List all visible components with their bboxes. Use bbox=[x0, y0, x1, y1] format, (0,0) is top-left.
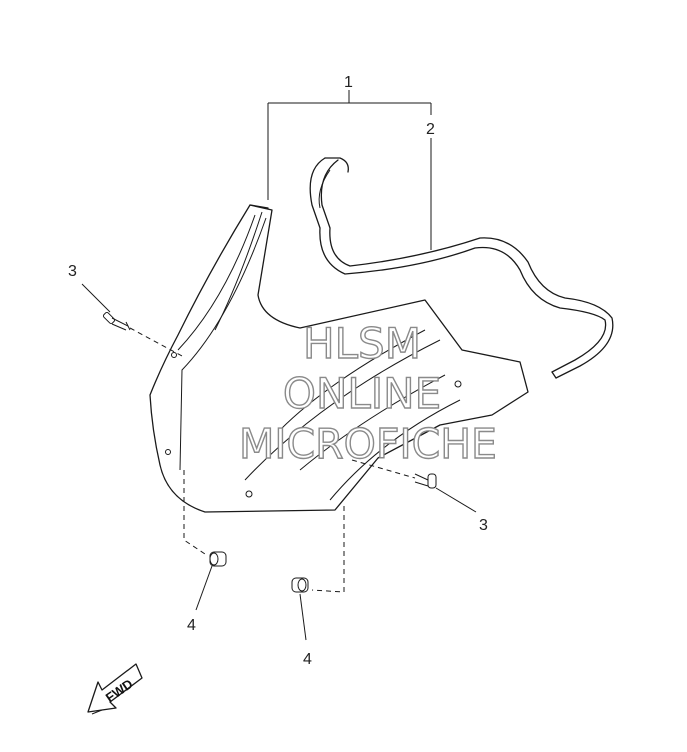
watermark: HLSM ONLINE MICROFICHE bbox=[238, 318, 497, 468]
callout-1-bracket bbox=[267, 90, 432, 250]
watermark-line-1: HLSM bbox=[303, 319, 421, 368]
windshield bbox=[149, 204, 529, 513]
grommet-left bbox=[183, 470, 227, 611]
callout-4-right: 4 bbox=[303, 651, 312, 668]
grommet-right bbox=[291, 506, 345, 641]
watermark-line-2: ONLINE bbox=[283, 369, 441, 418]
screw-right bbox=[351, 459, 477, 513]
callout-1: 1 bbox=[344, 74, 353, 91]
fwd-label: FWD bbox=[103, 676, 136, 705]
trim-strip bbox=[309, 157, 614, 379]
callout-3-left: 3 bbox=[68, 263, 77, 280]
callout-3-right: 3 bbox=[479, 517, 488, 534]
watermark-line-3: MICROFICHE bbox=[239, 420, 497, 468]
fwd-arrow-icon: FWD bbox=[87, 663, 143, 715]
screw-left bbox=[81, 283, 183, 357]
callout-4-left: 4 bbox=[187, 617, 196, 634]
callout-2: 2 bbox=[426, 121, 435, 138]
